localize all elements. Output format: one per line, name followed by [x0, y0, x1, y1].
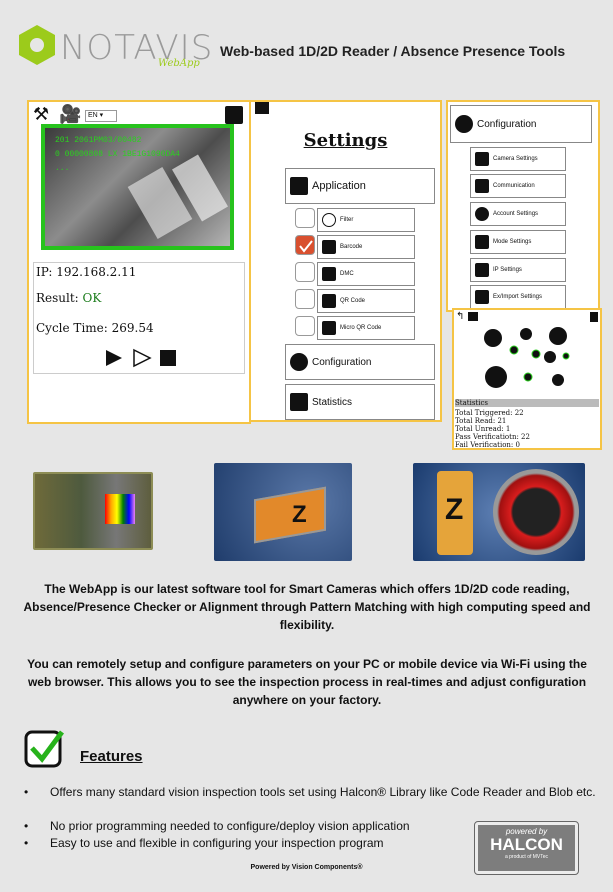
user-icon — [475, 207, 489, 221]
settings-title: Settings — [303, 130, 388, 151]
configuration-header[interactable]: Configuration — [450, 105, 592, 143]
stop-icon — [160, 350, 176, 366]
save-icon[interactable] — [225, 106, 243, 124]
tool-item-filter[interactable]: Filter — [317, 208, 415, 232]
page-title: Web-based 1D/2D Reader / Absence Presenc… — [220, 43, 566, 59]
statistics-header: Statistics — [455, 399, 599, 407]
halcon-logo: powered by HALCON a product of MVTec — [474, 821, 579, 875]
dmc-checkbox[interactable] — [295, 262, 315, 282]
home-icon[interactable] — [468, 312, 478, 321]
tool-item-barcode[interactable]: Barcode — [317, 235, 415, 259]
settings-panel: Settings Application Filter Barcode DMC … — [249, 100, 442, 422]
gear-icon — [290, 353, 308, 371]
play-icon — [106, 350, 122, 366]
configuration-button[interactable]: Configuration — [285, 344, 435, 380]
filter-checkbox[interactable] — [295, 208, 315, 228]
gear-icon — [455, 115, 473, 133]
vc-pro-z-image: Z — [413, 463, 585, 561]
language-select[interactable]: EN ▾ — [85, 110, 117, 122]
cycle-time-text: Cycle Time: 269.54 — [36, 321, 154, 335]
notavis-logo-icon — [19, 25, 55, 65]
application-icon — [290, 177, 308, 195]
mode-icon — [475, 235, 489, 249]
tools-icon[interactable]: ⚒ — [33, 104, 50, 124]
tool-item-qr[interactable]: QR Code — [317, 289, 415, 313]
statistics-button[interactable]: Statistics — [285, 384, 435, 420]
micro-qr-checkbox[interactable] — [295, 316, 315, 336]
camera-live-view: 201 2061PM03/00482 0 00000808 LX 1BE1G10… — [41, 124, 234, 250]
qr-checkbox[interactable] — [295, 289, 315, 309]
qr-code-icon — [322, 294, 336, 308]
video-camera-icon[interactable]: 🎥 — [59, 104, 82, 124]
import-export-icon — [475, 290, 489, 304]
checkmark-icon — [24, 730, 65, 768]
back-icon[interactable]: ↰ — [456, 311, 465, 322]
trash-icon[interactable] — [590, 312, 598, 322]
bar-chart-icon — [290, 393, 308, 411]
antenna-icon — [475, 179, 489, 193]
account-settings-item[interactable]: Account Settings — [470, 202, 566, 226]
barcode-icon — [322, 240, 336, 254]
logo-text: NOTAVIS — [60, 28, 214, 68]
reader-panel: ⚒ 🎥 EN ▾ 201 2061PM03/00482 0 00000808 L… — [27, 100, 251, 424]
application-button[interactable]: Application — [285, 168, 435, 204]
communication-item[interactable]: Communication — [470, 174, 566, 198]
home-icon[interactable] — [255, 102, 269, 114]
ex-import-settings-item[interactable]: Ex/Import Settings — [470, 285, 566, 309]
blob-view — [484, 327, 570, 388]
features-title: Features — [80, 748, 143, 765]
board-camera-image — [33, 472, 153, 550]
vc-nano-z-image: Z — [214, 463, 352, 561]
tool-item-dmc[interactable]: DMC — [317, 262, 415, 286]
logo-subtitle: WebApp — [158, 58, 200, 69]
dmc-icon — [322, 267, 336, 281]
mode-settings-item[interactable]: Mode Settings — [470, 230, 566, 254]
footer-text: Powered by Vision Components® — [250, 864, 363, 871]
camera-icon — [475, 152, 489, 166]
playback-controls — [106, 348, 176, 368]
ip-settings-item[interactable]: IP Settings — [470, 258, 566, 282]
intro-paragraph: The WebApp is our latest software tool f… — [23, 582, 591, 632]
configuration-panel: Configuration Camera Settings Communicat… — [446, 100, 600, 312]
ethernet-icon — [475, 263, 489, 277]
result-text: Result: OK — [36, 291, 102, 305]
barcode-checkbox[interactable] — [295, 235, 315, 255]
reader-info: IP: 192.168.2.11 Result: OK Cycle Time: … — [33, 262, 245, 374]
step-icon — [133, 348, 152, 368]
camera-settings-item[interactable]: Camera Settings — [470, 147, 566, 171]
ip-text: IP: 192.168.2.11 — [36, 265, 137, 279]
micro-qr-icon — [322, 321, 336, 335]
tool-item-micro-qr[interactable]: Micro QR Code — [317, 316, 415, 340]
remote-paragraph: You can remotely setup and configure par… — [27, 657, 587, 707]
